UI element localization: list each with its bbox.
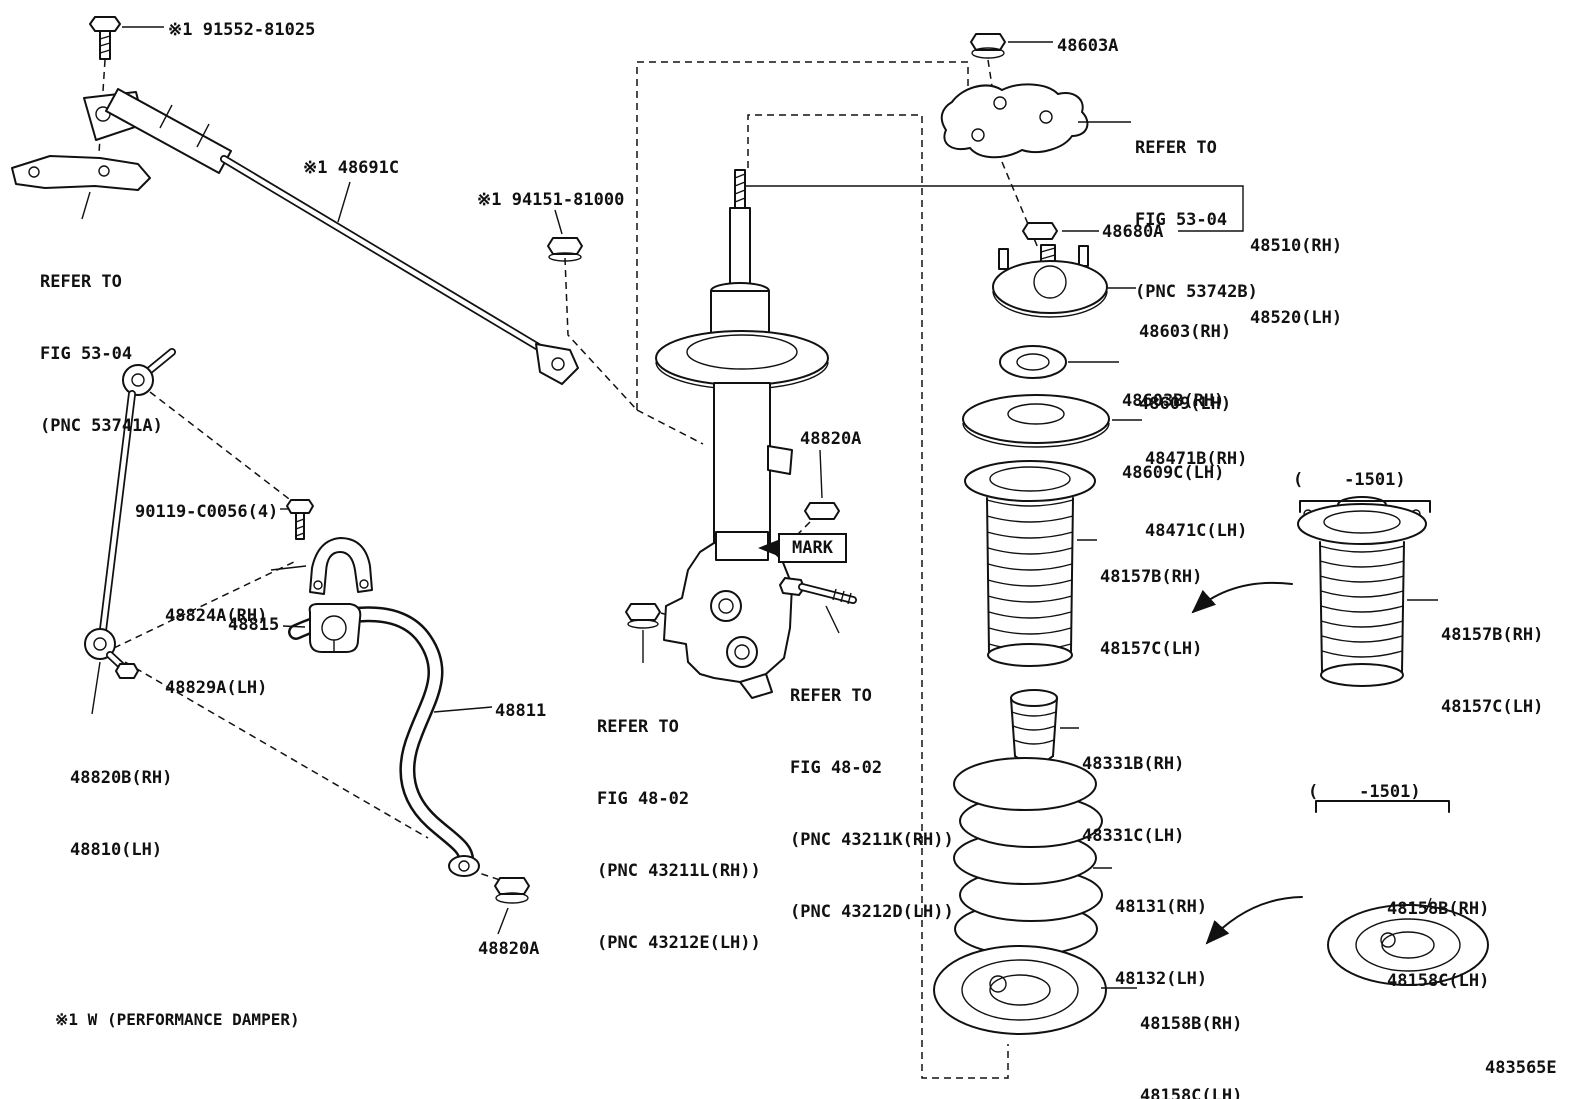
label-boot-lh: 48157C(LH) bbox=[1100, 639, 1203, 659]
leader-lines bbox=[81, 26, 1438, 989]
label-boot-lh: 48157C(LH) bbox=[1441, 697, 1544, 717]
refer-line: REFER TO bbox=[40, 272, 122, 292]
label-boot-alt: 48157B(RH) 48157C(LH) bbox=[1441, 575, 1543, 743]
label-bump-rh: 48331B(RH) bbox=[1082, 754, 1185, 774]
mark-callout: MARK bbox=[778, 533, 847, 563]
label-seat-lh: 48471C(LH) bbox=[1145, 521, 1248, 541]
top-bracket-drawing bbox=[940, 33, 1089, 159]
refer-line: (PNC 43212D(LH)) bbox=[790, 902, 954, 922]
label-spring: 48131(RH) 48132(LH) bbox=[1115, 847, 1207, 1015]
label-bump: 48331B(RH) 48331C(LH) bbox=[1082, 704, 1184, 872]
refer-line: FIG 48-02 bbox=[597, 789, 690, 809]
bolt-91552-drawing bbox=[89, 16, 121, 60]
alt-parts-drawing bbox=[1191, 496, 1489, 986]
label-nut-48820a-bottom: 48820A bbox=[478, 939, 540, 959]
refer-fig4802-left: REFER TO FIG 48-02 (PNC 43211L(RH)) (PNC… bbox=[597, 667, 761, 979]
label-date-range-bottom: ( -1501) bbox=[1308, 782, 1421, 802]
label-bearing-lh: 48609C(LH) bbox=[1122, 463, 1225, 483]
label-bracket-lh: 48829A(LH) bbox=[165, 678, 268, 698]
label-bolt-91552: ※1 91552-81025 bbox=[168, 20, 316, 40]
label-bolt-90119: 90119-C0056(4) bbox=[135, 502, 279, 522]
label-nut-48820a-top: 48820A bbox=[800, 429, 862, 449]
label-stabilizer-bar: 48811 bbox=[495, 701, 547, 721]
label-support-lh: 48609(LH) bbox=[1139, 394, 1232, 414]
refer-fig5304-right: REFER TO FIG 53-04 (PNC 53742B) bbox=[1135, 88, 1258, 328]
label-nut-48603a: 48603A bbox=[1057, 36, 1119, 56]
label-strut: 48510(RH) 48520(LH) bbox=[1250, 186, 1342, 354]
label-bracket: 48824A(RH) 48829A(LH) bbox=[165, 556, 267, 724]
label-nut-48680a: 48680A bbox=[1102, 222, 1164, 242]
label-spring-rh: 48131(RH) bbox=[1115, 897, 1208, 917]
refer-fig4802-right: REFER TO FIG 48-02 (PNC 43211K(RH)) (PNC… bbox=[790, 636, 954, 948]
label-insulator-alt: 48158B(RH) 48158C(LH) bbox=[1387, 849, 1489, 1017]
label-insulator-rh: 48158B(RH) bbox=[1387, 899, 1490, 919]
strut-drawing bbox=[625, 169, 857, 699]
arrow-insulator bbox=[1205, 896, 1303, 945]
label-boot-main: 48157B(RH) 48157C(LH) bbox=[1100, 517, 1202, 685]
label-strut-rh: 48510(RH) bbox=[1250, 236, 1343, 256]
label-bearing: 48603B(RH) 48609C(LH) bbox=[1122, 341, 1224, 509]
refer-fig5304-left: REFER TO FIG 53-04 (PNC 53741A) bbox=[40, 222, 163, 462]
label-nut-94151: ※1 94151-81000 bbox=[477, 190, 625, 210]
label-support: 48603(RH) 48609(LH) bbox=[1139, 272, 1231, 440]
stabilizer-drawing bbox=[84, 348, 530, 904]
label-boot-rh: 48157B(RH) bbox=[1441, 625, 1544, 645]
label-strut-lh: 48520(LH) bbox=[1250, 308, 1343, 328]
refer-line: (PNC 43212E(LH)) bbox=[597, 933, 761, 953]
label-seat-rh: 48471B(RH) bbox=[1145, 449, 1248, 469]
mount-stack-drawing bbox=[933, 222, 1110, 1035]
refer-line: (PNC 53742B) bbox=[1135, 282, 1258, 302]
label-bump-lh: 48331C(LH) bbox=[1082, 826, 1185, 846]
refer-line: REFER TO bbox=[790, 686, 872, 706]
label-bushing: 48815 bbox=[228, 615, 280, 635]
refer-line: FIG 53-04 bbox=[40, 344, 133, 364]
label-support-rh: 48603(RH) bbox=[1139, 322, 1232, 342]
arrow-boot bbox=[1191, 581, 1293, 614]
diagram-code: 483565E bbox=[1485, 1058, 1557, 1078]
refer-line: (PNC 53741A) bbox=[40, 416, 163, 436]
label-bearing-rh: 48603B(RH) bbox=[1122, 391, 1225, 411]
refer-line: FIG 48-02 bbox=[790, 758, 883, 778]
diagram-footnote: ※1 W (PERFORMANCE DAMPER) bbox=[55, 1010, 300, 1029]
refer-line: (PNC 43211K(RH)) bbox=[790, 830, 954, 850]
refer-line: REFER TO bbox=[597, 717, 679, 737]
label-seat: 48471B(RH) 48471C(LH) bbox=[1145, 399, 1247, 567]
refer-line: REFER TO bbox=[1135, 138, 1217, 158]
label-boot-rh: 48157B(RH) bbox=[1100, 567, 1203, 587]
damper-drawing bbox=[11, 16, 583, 385]
label-spring-lh: 48132(LH) bbox=[1115, 969, 1208, 989]
date-bracket-bottom bbox=[1315, 800, 1450, 813]
label-insulator-rh: 48158B(RH) bbox=[1140, 1014, 1243, 1034]
label-bracket-rh: 48824A(RH) bbox=[165, 606, 268, 626]
label-insulator-main: 48158B(RH) 48158C(LH) bbox=[1140, 964, 1242, 1099]
label-link-lh: 48810(LH) bbox=[70, 840, 163, 860]
label-date-range-top: ( -1501) bbox=[1293, 470, 1406, 490]
mark-pointer bbox=[758, 540, 778, 556]
label-link-rh: 48820B(RH) bbox=[70, 768, 173, 788]
label-link: 48820B(RH) 48810(LH) bbox=[70, 718, 172, 886]
refer-line: (PNC 43211L(RH)) bbox=[597, 861, 761, 881]
label-insulator-lh: 48158C(LH) bbox=[1387, 971, 1490, 991]
date-bracket-top bbox=[1299, 500, 1431, 513]
label-insulator-lh: 48158C(LH) bbox=[1140, 1086, 1243, 1099]
refer-line: FIG 53-04 bbox=[1135, 210, 1228, 230]
label-damper-48691c: ※1 48691C bbox=[303, 158, 400, 178]
